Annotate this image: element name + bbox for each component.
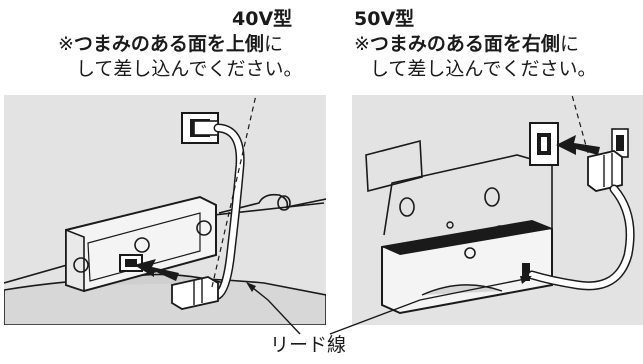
left-lower-plug-grip	[193, 279, 203, 305]
left-instruction-emphasis: つまみのある面を上側	[73, 33, 264, 55]
right-housing-top-band	[382, 221, 552, 255]
right-side-socket-inner	[616, 135, 624, 151]
right-note-mark: ※	[354, 33, 370, 55]
left-tv-edge	[218, 193, 326, 214]
left-housing-inner	[87, 212, 201, 282]
left-instruction-tail: に	[263, 33, 283, 55]
right-model-label: 50V型	[354, 8, 415, 30]
right-hole-1	[399, 197, 415, 217]
right-connector-plug-grip	[603, 153, 613, 187]
right-instruction-line1: ※つまみのある面を右側に	[354, 33, 579, 56]
right-wall-socket-core	[541, 137, 547, 151]
lead-wire-label: リード線	[270, 334, 347, 356]
left-note-mark: ※	[58, 33, 74, 55]
right-housing-socket	[522, 263, 530, 281]
right-instruction-line2: して差し込んでください。	[370, 58, 597, 80]
right-small-hole	[446, 221, 454, 229]
left-instruction-line1: ※つまみのある面を上側に	[58, 33, 283, 56]
right-dashed-leader	[571, 95, 589, 154]
right-instruction-emphasis: つまみのある面を右側	[369, 33, 560, 55]
right-lead-wire-fill	[529, 186, 634, 289]
left-illustration-40v	[4, 95, 326, 325]
left-dashed-leader	[211, 95, 257, 288]
right-housing-screw	[464, 247, 476, 259]
left-socket-slot	[125, 259, 137, 267]
right-instruction-tail: に	[559, 33, 579, 55]
right-arrow-icon	[556, 135, 600, 155]
right-illustration-50v	[352, 95, 643, 325]
left-instruction-line2: して差し込んでください。	[76, 58, 303, 80]
left-housing-hole-1	[73, 257, 89, 273]
left-lead-wire-fill	[215, 125, 244, 298]
left-housing-hole-2	[134, 237, 150, 253]
left-stand-base	[4, 277, 326, 325]
left-model-label: 40V型	[232, 8, 293, 30]
right-connector-plug	[587, 150, 623, 192]
right-hole-2	[484, 187, 500, 207]
left-lower-plug	[171, 276, 219, 310]
left-screw-hole	[277, 195, 291, 211]
arrow-icon	[134, 259, 179, 281]
left-housing-hole-3	[196, 220, 212, 236]
